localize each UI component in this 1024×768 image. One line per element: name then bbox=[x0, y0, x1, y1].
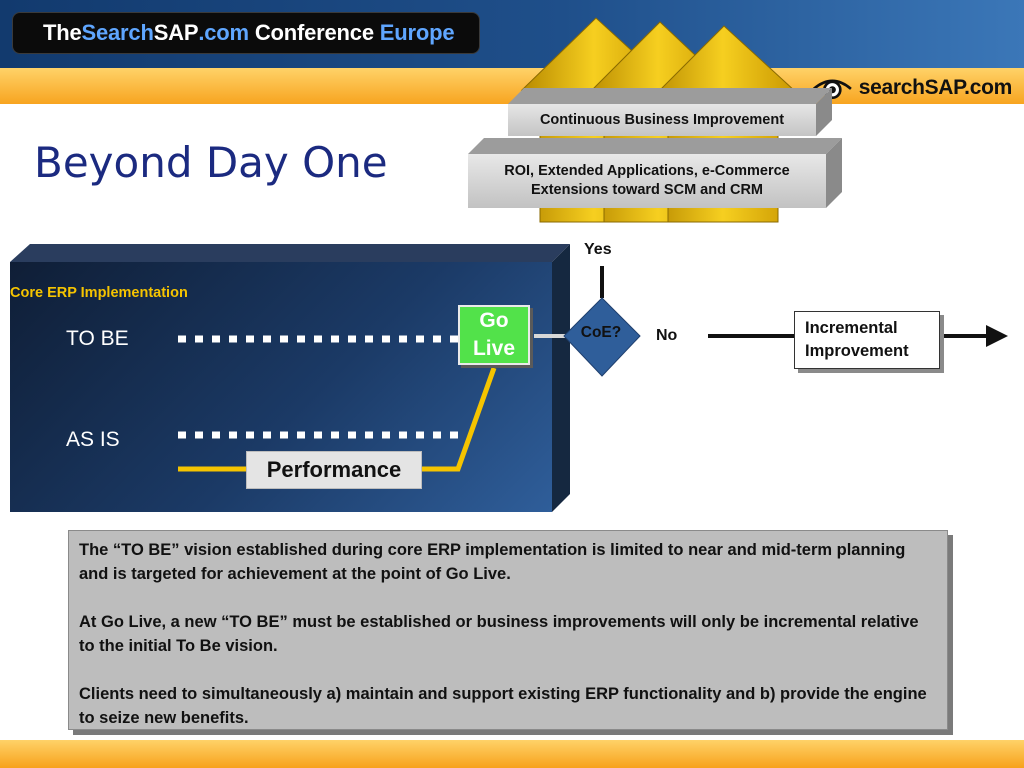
banner-part: .com bbox=[198, 20, 249, 45]
banner-part: Search bbox=[81, 20, 154, 45]
roi-line-2: Extensions toward SCM and CRM bbox=[530, 182, 764, 198]
no-label: No bbox=[656, 327, 678, 344]
continuous-improvement-box: Continuous Business Improvement bbox=[508, 104, 816, 136]
performance-box: Performance bbox=[246, 451, 422, 489]
incremental-line-2: Improvement bbox=[805, 342, 909, 360]
explanation-paragraph-1: The “TO BE” vision established during co… bbox=[79, 541, 906, 583]
logo-text: searchSAP.com bbox=[858, 76, 1013, 99]
roi-line-1: ROI, Extended Applications, e-Commerce bbox=[504, 163, 790, 179]
yes-label: Yes bbox=[584, 241, 612, 258]
footer-band bbox=[0, 740, 1024, 768]
go-live-box: Go Live bbox=[458, 305, 530, 365]
as-is-label: AS IS bbox=[66, 428, 120, 451]
coe-label: CoE? bbox=[580, 324, 622, 341]
orange-band bbox=[0, 68, 1024, 106]
banner-part: Europe bbox=[379, 20, 455, 45]
go-live-line-1: Go bbox=[479, 309, 509, 332]
explanation-text-box: The “TO BE” vision established during co… bbox=[68, 530, 948, 730]
roi-extensions-box: ROI, Extended Applications, e-Commerce E… bbox=[468, 154, 826, 208]
page-title: Beyond Day One bbox=[34, 138, 388, 187]
continuous-improvement-label: Continuous Business Improvement bbox=[539, 112, 785, 128]
incremental-improvement-box: Incremental Improvement bbox=[794, 311, 940, 369]
go-live-line-2: Live bbox=[472, 337, 516, 360]
explanation-paragraph-2: At Go Live, a new “TO BE” must be establ… bbox=[79, 613, 919, 655]
banner-part: SAP bbox=[153, 20, 199, 45]
banner-part: The bbox=[43, 20, 82, 45]
incremental-line-1: Incremental bbox=[805, 319, 898, 337]
explanation-paragraph-3: Clients need to simultaneously a) mainta… bbox=[79, 685, 927, 727]
performance-line-right bbox=[420, 367, 497, 472]
banner-part: Conference bbox=[248, 20, 380, 45]
to-be-label: TO BE bbox=[66, 327, 129, 350]
coe-decision-diamond bbox=[563, 297, 641, 377]
right-arrow-icon bbox=[986, 325, 1008, 347]
performance-label: Performance bbox=[266, 457, 402, 482]
core-erp-label: Core ERP Implementation bbox=[10, 285, 188, 301]
